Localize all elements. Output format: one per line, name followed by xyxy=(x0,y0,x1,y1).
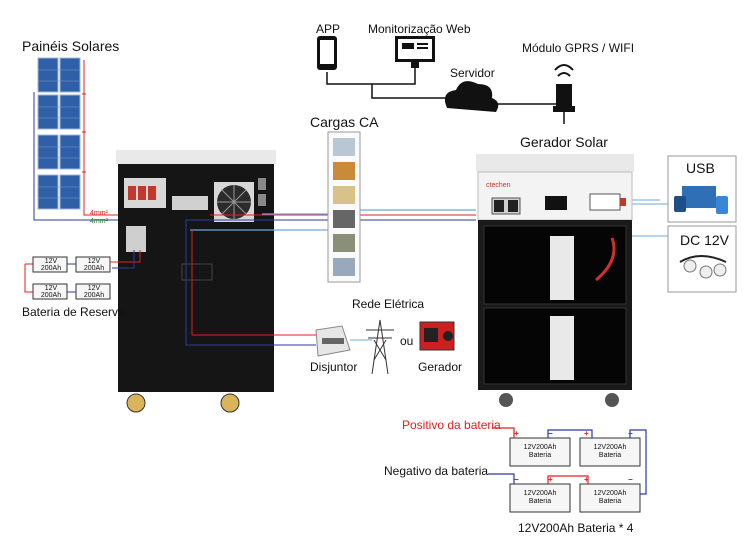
battery-model: 12V200Ah xyxy=(523,490,557,497)
generator-label: Gerador xyxy=(418,360,463,374)
battery-capacity: 200Ah xyxy=(83,265,105,272)
battery-bank: + − + − − + + − xyxy=(488,427,647,513)
backup-battery: 12V 200Ah xyxy=(78,285,110,299)
battery-negative-label: Negativo da bateria xyxy=(384,464,489,478)
battery-type: Bateria xyxy=(598,498,622,505)
solar-panel-array xyxy=(33,57,210,221)
svg-text:−: − xyxy=(628,429,633,438)
battery-voltage: 12V xyxy=(44,258,58,265)
battery-type: Bateria xyxy=(528,452,552,459)
bank-battery: 12V200Ah Bateria xyxy=(510,444,570,460)
bank-battery: 12V200Ah Bateria xyxy=(510,490,570,506)
svg-text:+: + xyxy=(584,429,589,438)
cable-spec-label: 4mm² xyxy=(90,218,108,225)
svg-text:+: + xyxy=(548,475,553,484)
breaker-box xyxy=(315,325,351,357)
svg-text:−: − xyxy=(548,429,553,438)
grid-tower xyxy=(366,319,394,375)
bank-battery: 12V200Ah Bateria xyxy=(580,490,640,506)
cable-spec-label: 4mm² xyxy=(90,210,108,217)
grid-label: Rede Elétrica xyxy=(352,297,425,311)
battery-capacity: 200Ah xyxy=(40,265,62,272)
svg-text:+: + xyxy=(514,429,519,438)
battery-model: 12V200Ah xyxy=(523,444,557,451)
battery-voltage: 12V xyxy=(44,285,58,292)
or-label: ou xyxy=(400,334,414,348)
svg-text:−: − xyxy=(628,475,633,484)
dc-12v-lights xyxy=(667,225,737,293)
backup-battery: 12V 200Ah xyxy=(78,258,110,272)
solar-panels-label: Painéis Solares xyxy=(22,38,120,54)
battery-model: 12V200Ah xyxy=(593,490,627,497)
breaker-label: Disjuntor xyxy=(310,360,358,374)
ac-loads-label: Cargas CA xyxy=(310,114,379,130)
backup-battery: 12V 200Ah xyxy=(35,285,67,299)
app-label: APP xyxy=(316,22,341,36)
battery-voltage: 12V xyxy=(87,258,101,265)
solar-generator-cabinet xyxy=(476,154,634,407)
battery-capacity: 200Ah xyxy=(40,292,62,299)
battery-model: 12V200Ah xyxy=(593,444,627,451)
backup-battery: 12V 200Ah xyxy=(35,258,67,272)
ac-loads-panel xyxy=(327,131,361,283)
server-label: Servidor xyxy=(450,66,495,80)
web-monitoring-label: Monitorização Web xyxy=(368,22,471,36)
inverter-cabinet xyxy=(116,150,276,413)
battery-type: Bateria xyxy=(528,498,552,505)
monitoring-network xyxy=(317,36,575,124)
battery-capacity: 200Ah xyxy=(83,292,105,299)
dc-12v-label: DC 12V xyxy=(680,232,730,248)
battery-voltage: 12V xyxy=(87,285,101,292)
usb-label: USB xyxy=(686,160,715,176)
battery-bank-label: 12V200Ah Bateria * 4 xyxy=(518,521,634,535)
bank-battery: 12V200Ah Bateria xyxy=(580,444,640,460)
svg-text:−: − xyxy=(514,475,519,484)
backup-battery-group xyxy=(24,256,114,300)
generator-unit xyxy=(419,321,455,351)
gprs-module-label: Módulo GPRS / WIFI xyxy=(522,41,635,55)
battery-type: Bateria xyxy=(598,452,622,459)
solar-generator-label: Gerador Solar xyxy=(520,134,608,150)
brand-logo: ctechen xyxy=(486,182,511,189)
battery-positive-label: Positivo da bateria xyxy=(402,418,501,432)
usb-devices xyxy=(667,155,737,223)
backup-battery-label: Bateria de Reserva xyxy=(22,305,125,319)
svg-text:+: + xyxy=(584,475,589,484)
